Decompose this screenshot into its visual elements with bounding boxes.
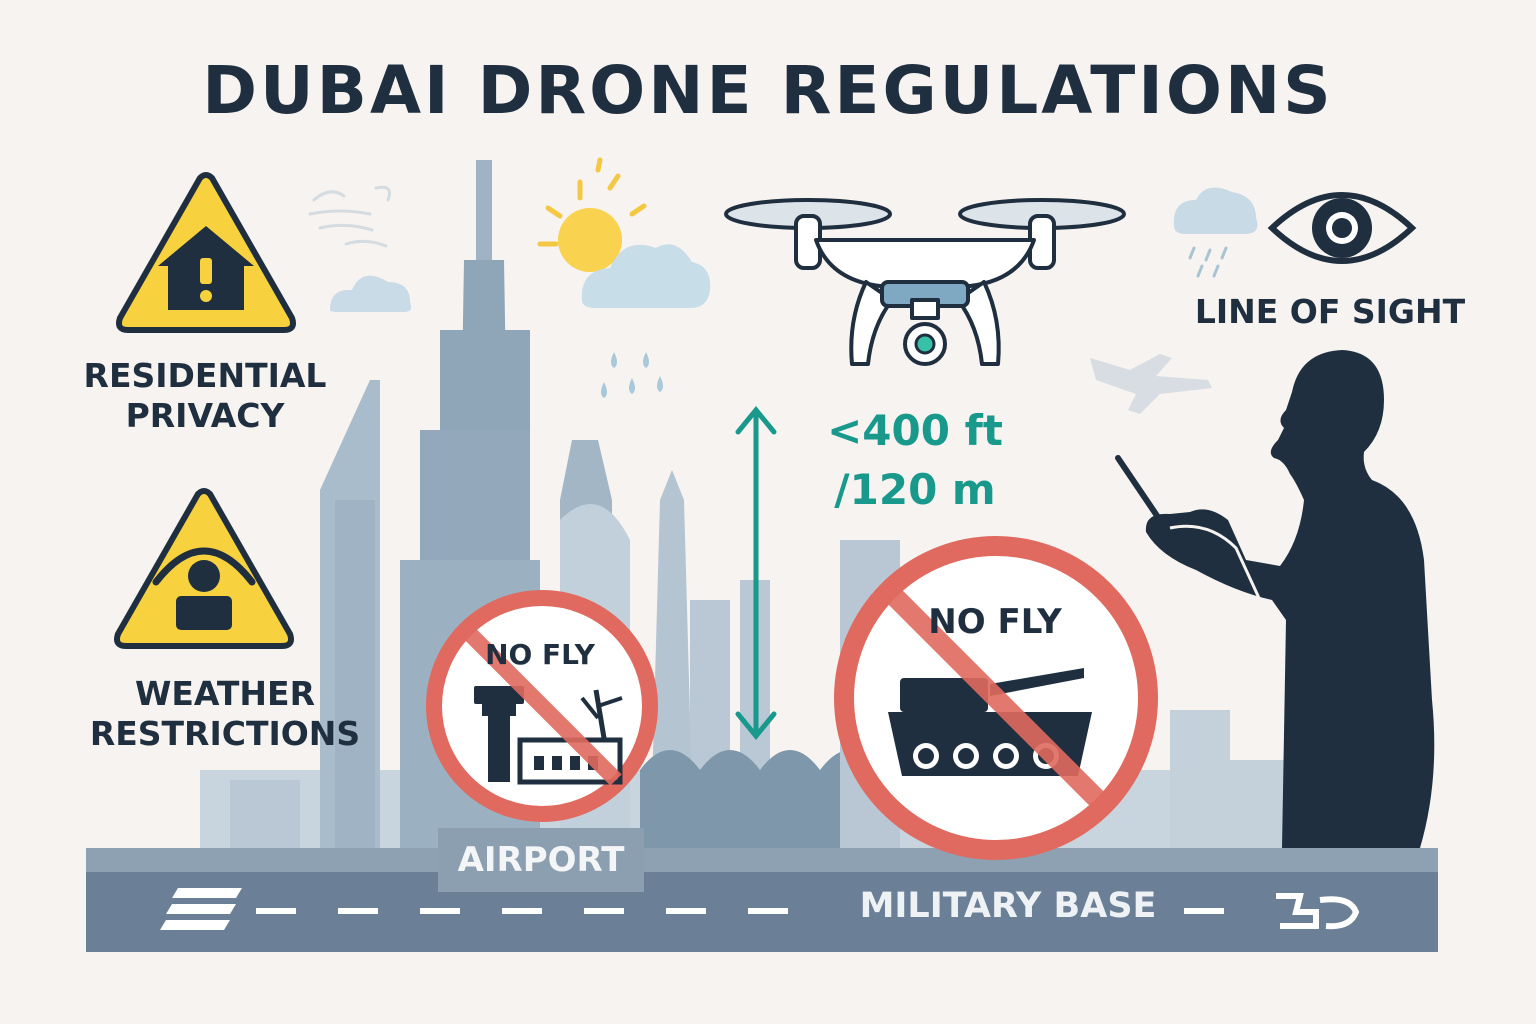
wind-icon [308,185,391,248]
page-title: DUBAI DRONE REGULATIONS [202,52,1334,129]
altitude-meters: /120 m [834,464,996,514]
altitude-limit: <400 ft /120 m [810,402,1020,520]
sun-cloud-icon [537,157,711,308]
airport-label: AIRPORT [438,828,644,892]
rain-cloud-icon [1173,187,1258,278]
military-no-fly-sign [834,536,1158,860]
cloud-icon [330,275,412,312]
altitude-arrow-icon [735,406,777,740]
label-line: RESTRICTIONS [89,714,361,754]
residential-privacy-label: RESIDENTIAL PRIVACY [70,356,340,437]
label-line: WEATHER [134,674,315,713]
label-line: RESIDENTIAL [83,356,327,395]
label-line: PRIVACY [125,396,285,436]
military-no-fly-text: NO FLY [928,602,1062,642]
line-of-sight-label: LINE OF SIGHT [1194,292,1466,331]
eye-icon [1267,192,1417,264]
drone-icon [724,198,1126,366]
city-skyline [200,160,1340,860]
weather-restrictions-label: WEATHER RESTRICTIONS [60,674,390,755]
airplane-icon [1090,354,1212,414]
person-warning-icon [114,488,294,649]
military-base-label: MILITARY BASE [859,886,1157,926]
house-warning-icon [116,172,296,333]
airport-no-fly-sign [426,590,658,822]
pilot-silhouette [1115,350,1435,848]
road-marking-icon [1276,893,1360,930]
altitude-feet: <400 ft [827,406,1003,455]
rain-icon [601,352,663,398]
airport-no-fly-text: NO FLY [485,638,595,671]
road [86,848,1438,952]
